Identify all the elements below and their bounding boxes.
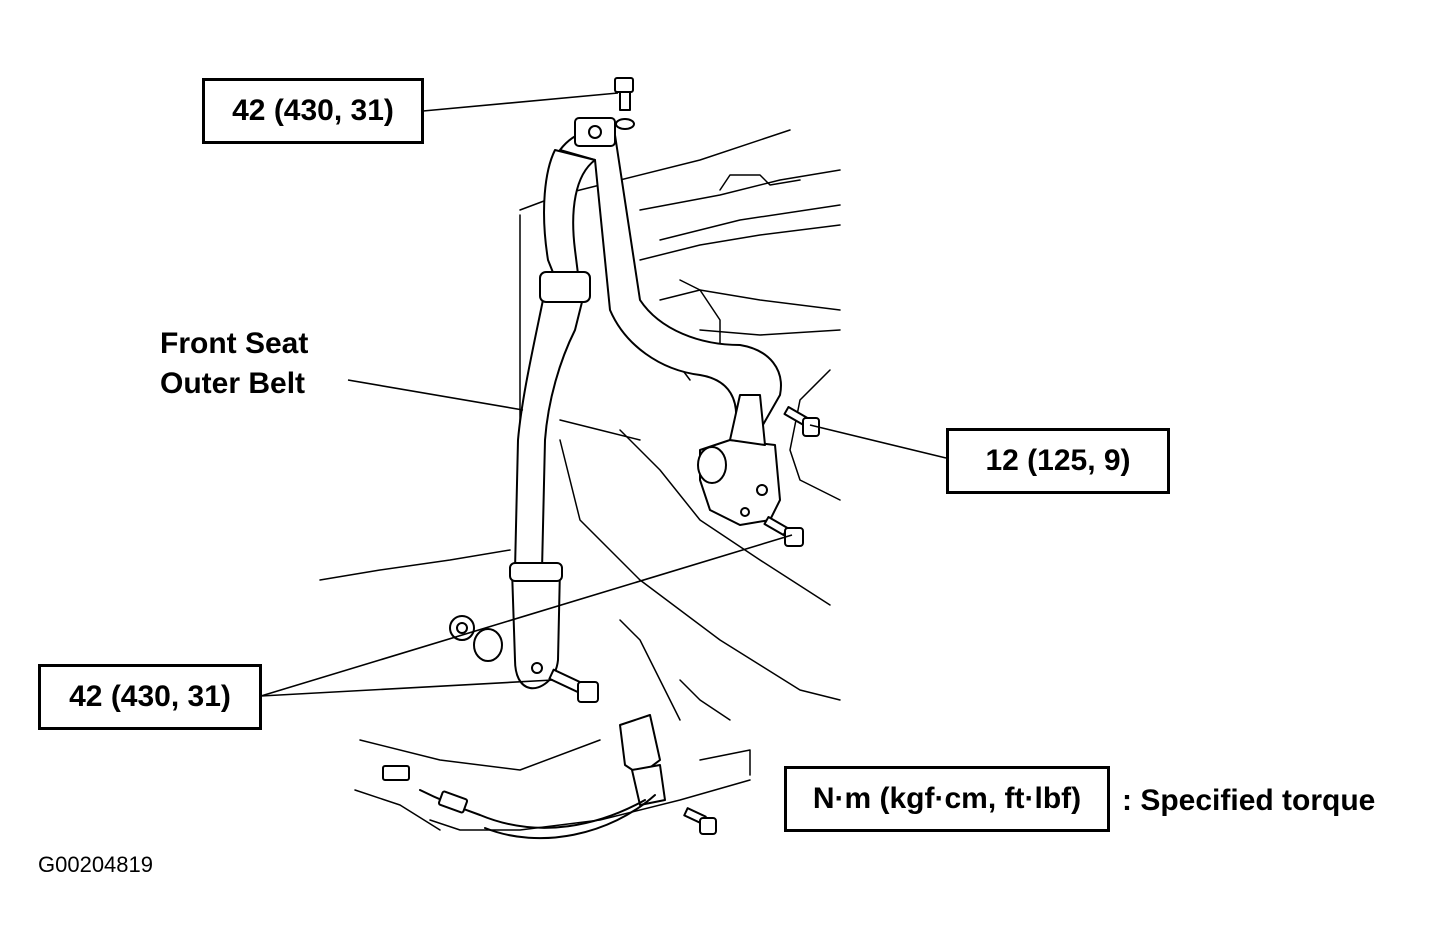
anchor-bolt-torque-callout: 42 (430, 31) bbox=[38, 664, 262, 730]
top-anchor-bolt-icon bbox=[614, 77, 635, 130]
buckle-icon bbox=[619, 714, 666, 806]
torque-units-legend-box: N·m (kgf·cm, ft·lbf) bbox=[784, 766, 1110, 832]
retractor-upper-bolt-icon bbox=[783, 406, 820, 437]
buckle-bolt-icon bbox=[683, 807, 717, 835]
belt-anchor-plate bbox=[511, 567, 561, 690]
retractor-bolt-torque-callout: 12 (125, 9) bbox=[946, 428, 1170, 494]
belt-guide bbox=[539, 271, 591, 303]
figure-id: G00204819 bbox=[38, 852, 153, 877]
leader-lines bbox=[260, 92, 947, 697]
part-label-line2: Outer Belt bbox=[160, 367, 306, 400]
anchor-nut-icon bbox=[449, 615, 475, 641]
top-bolt-torque-callout: 42 (430, 31) bbox=[202, 78, 424, 144]
buckle-wire bbox=[382, 765, 656, 840]
retractor bbox=[697, 394, 781, 526]
seat-belt-webbing bbox=[509, 117, 782, 690]
specified-torque-label: : Specified torque bbox=[1122, 784, 1376, 817]
retractor-lower-bolt-icon bbox=[763, 516, 804, 547]
body-panel-lines bbox=[319, 129, 841, 831]
anchor-bolt-icon bbox=[548, 668, 599, 703]
part-label-line1: Front Seat bbox=[160, 327, 309, 360]
anchor-spacer-icon bbox=[473, 628, 503, 662]
